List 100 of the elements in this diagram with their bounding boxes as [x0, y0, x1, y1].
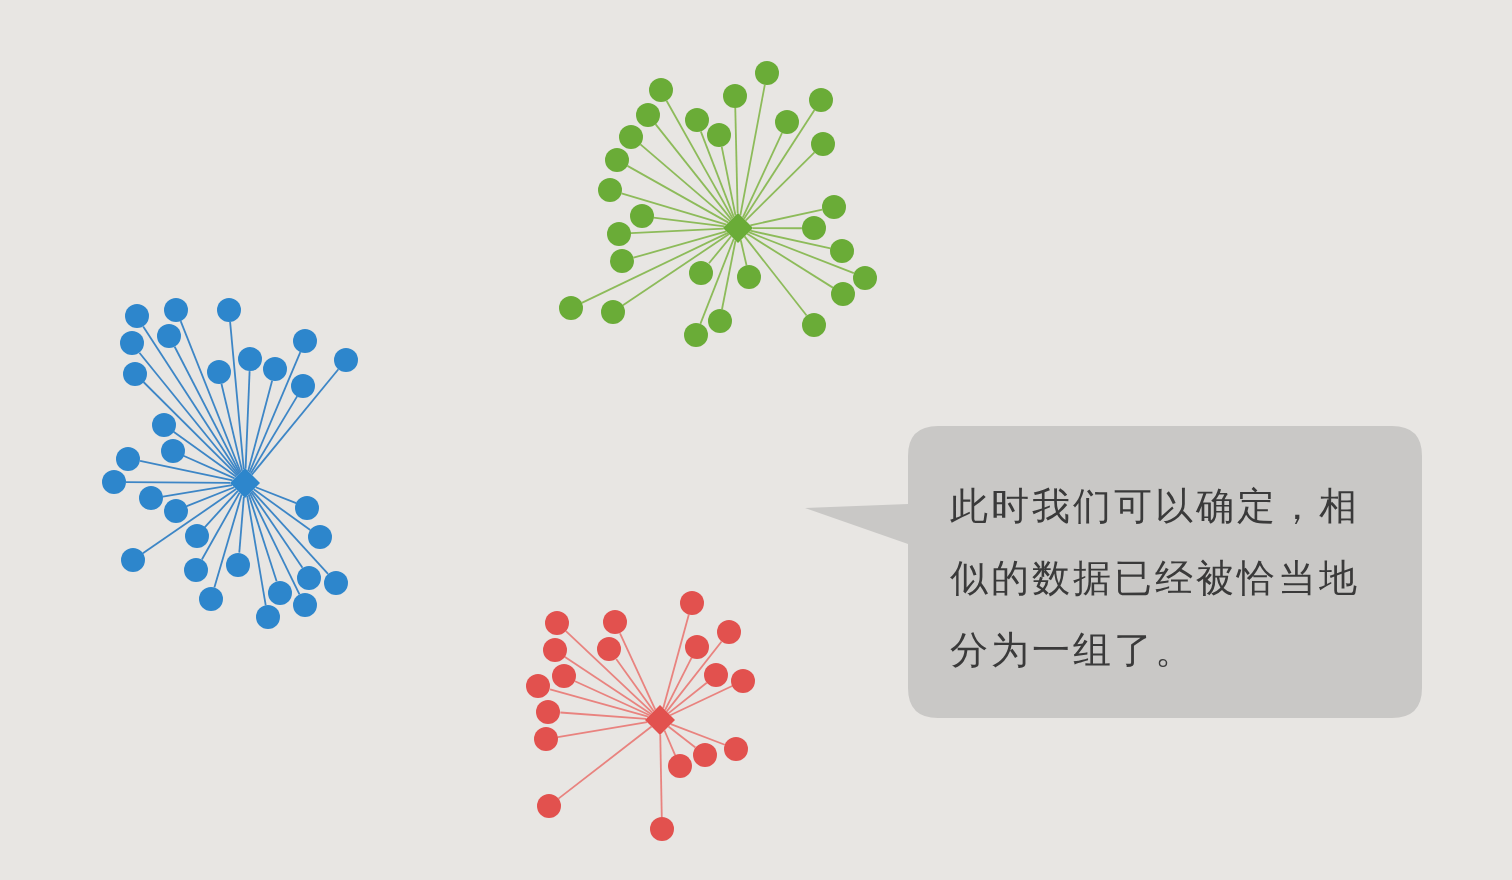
data-point	[157, 324, 182, 349]
data-point	[121, 548, 145, 572]
data-point	[199, 587, 223, 611]
data-point	[534, 727, 558, 751]
data-point	[536, 699, 561, 724]
connector-line	[173, 345, 241, 474]
bubble-text: 此时我们可以确定，相似的数据已经被恰当地分为一组了。	[950, 483, 1361, 674]
connector-line	[254, 486, 298, 505]
connector-line	[125, 481, 231, 484]
data-point	[737, 265, 762, 290]
data-point	[552, 664, 577, 689]
data-point	[606, 221, 631, 246]
data-point	[724, 737, 748, 761]
connector-line	[185, 486, 236, 508]
connector-line	[749, 229, 832, 250]
connector-line	[574, 680, 651, 717]
data-point	[292, 593, 317, 618]
data-point	[124, 304, 149, 329]
connector-line	[720, 146, 737, 217]
data-point	[537, 794, 561, 818]
data-point	[689, 260, 714, 285]
data-point	[122, 361, 147, 386]
connector-line	[749, 208, 824, 227]
connector-line	[708, 235, 733, 265]
connector-line	[721, 239, 737, 311]
connector-line	[654, 123, 733, 221]
connector-line	[246, 494, 267, 607]
connector-line	[652, 216, 726, 228]
connector-line	[632, 230, 728, 259]
data-point	[853, 265, 877, 290]
data-point	[293, 329, 317, 353]
data-point	[723, 84, 747, 108]
connector-line	[662, 613, 690, 710]
connector-line	[746, 232, 834, 289]
data-point	[707, 309, 732, 333]
connector-line	[743, 235, 808, 317]
connector-line	[557, 725, 653, 800]
data-point	[684, 323, 708, 347]
data-point	[731, 668, 755, 693]
data-point	[542, 638, 567, 663]
data-point	[291, 373, 316, 398]
data-point	[139, 486, 163, 511]
data-point	[164, 298, 189, 322]
data-point	[717, 620, 741, 644]
data-point	[334, 348, 358, 372]
connector-line	[238, 495, 245, 554]
connector-line	[201, 491, 241, 561]
connector-line	[700, 130, 735, 219]
data-point	[822, 195, 846, 219]
data-point	[603, 610, 627, 635]
connector-line	[639, 143, 731, 222]
data-point	[102, 470, 126, 494]
connector-line	[565, 630, 654, 714]
data-point	[636, 102, 661, 127]
connector-line	[179, 320, 242, 474]
connector-line	[619, 632, 657, 711]
data-point	[597, 637, 622, 662]
connector-line	[622, 233, 730, 307]
connector-line	[747, 231, 855, 275]
connector-line	[752, 227, 803, 230]
connector-line	[213, 493, 243, 589]
connector-line	[563, 655, 652, 715]
connector-line	[615, 658, 655, 713]
data-point	[217, 298, 241, 322]
connector-line	[244, 370, 251, 470]
centroid-marker	[645, 705, 675, 735]
connector-line	[220, 382, 243, 472]
data-point	[598, 178, 622, 202]
data-point	[801, 216, 826, 241]
connector-line	[247, 379, 273, 473]
data-point	[238, 347, 263, 372]
connector-line	[667, 681, 708, 715]
connector-line	[250, 368, 340, 476]
data-point	[268, 580, 293, 605]
connector-line	[699, 237, 735, 325]
connector-line	[630, 227, 725, 234]
connector-line	[556, 721, 649, 738]
connector-line	[161, 484, 233, 498]
connector-line	[743, 109, 816, 220]
connector-line	[142, 325, 240, 475]
data-point	[119, 331, 144, 356]
data-point	[226, 552, 251, 577]
data-point	[559, 296, 583, 320]
data-point	[255, 605, 280, 630]
data-point	[802, 313, 826, 337]
connector-line	[249, 492, 301, 596]
connector-line	[669, 685, 734, 717]
data-point	[684, 108, 709, 133]
connector-line	[620, 192, 728, 226]
connector-line	[741, 132, 783, 219]
data-point	[809, 88, 833, 112]
data-point	[707, 123, 732, 148]
connector-line	[549, 688, 650, 718]
connector-line	[172, 430, 238, 478]
data-point	[295, 495, 320, 520]
connector-line	[626, 165, 730, 224]
connector-line	[665, 640, 723, 713]
connector-line	[247, 493, 278, 583]
data-point	[184, 558, 208, 582]
data-point	[206, 360, 231, 385]
